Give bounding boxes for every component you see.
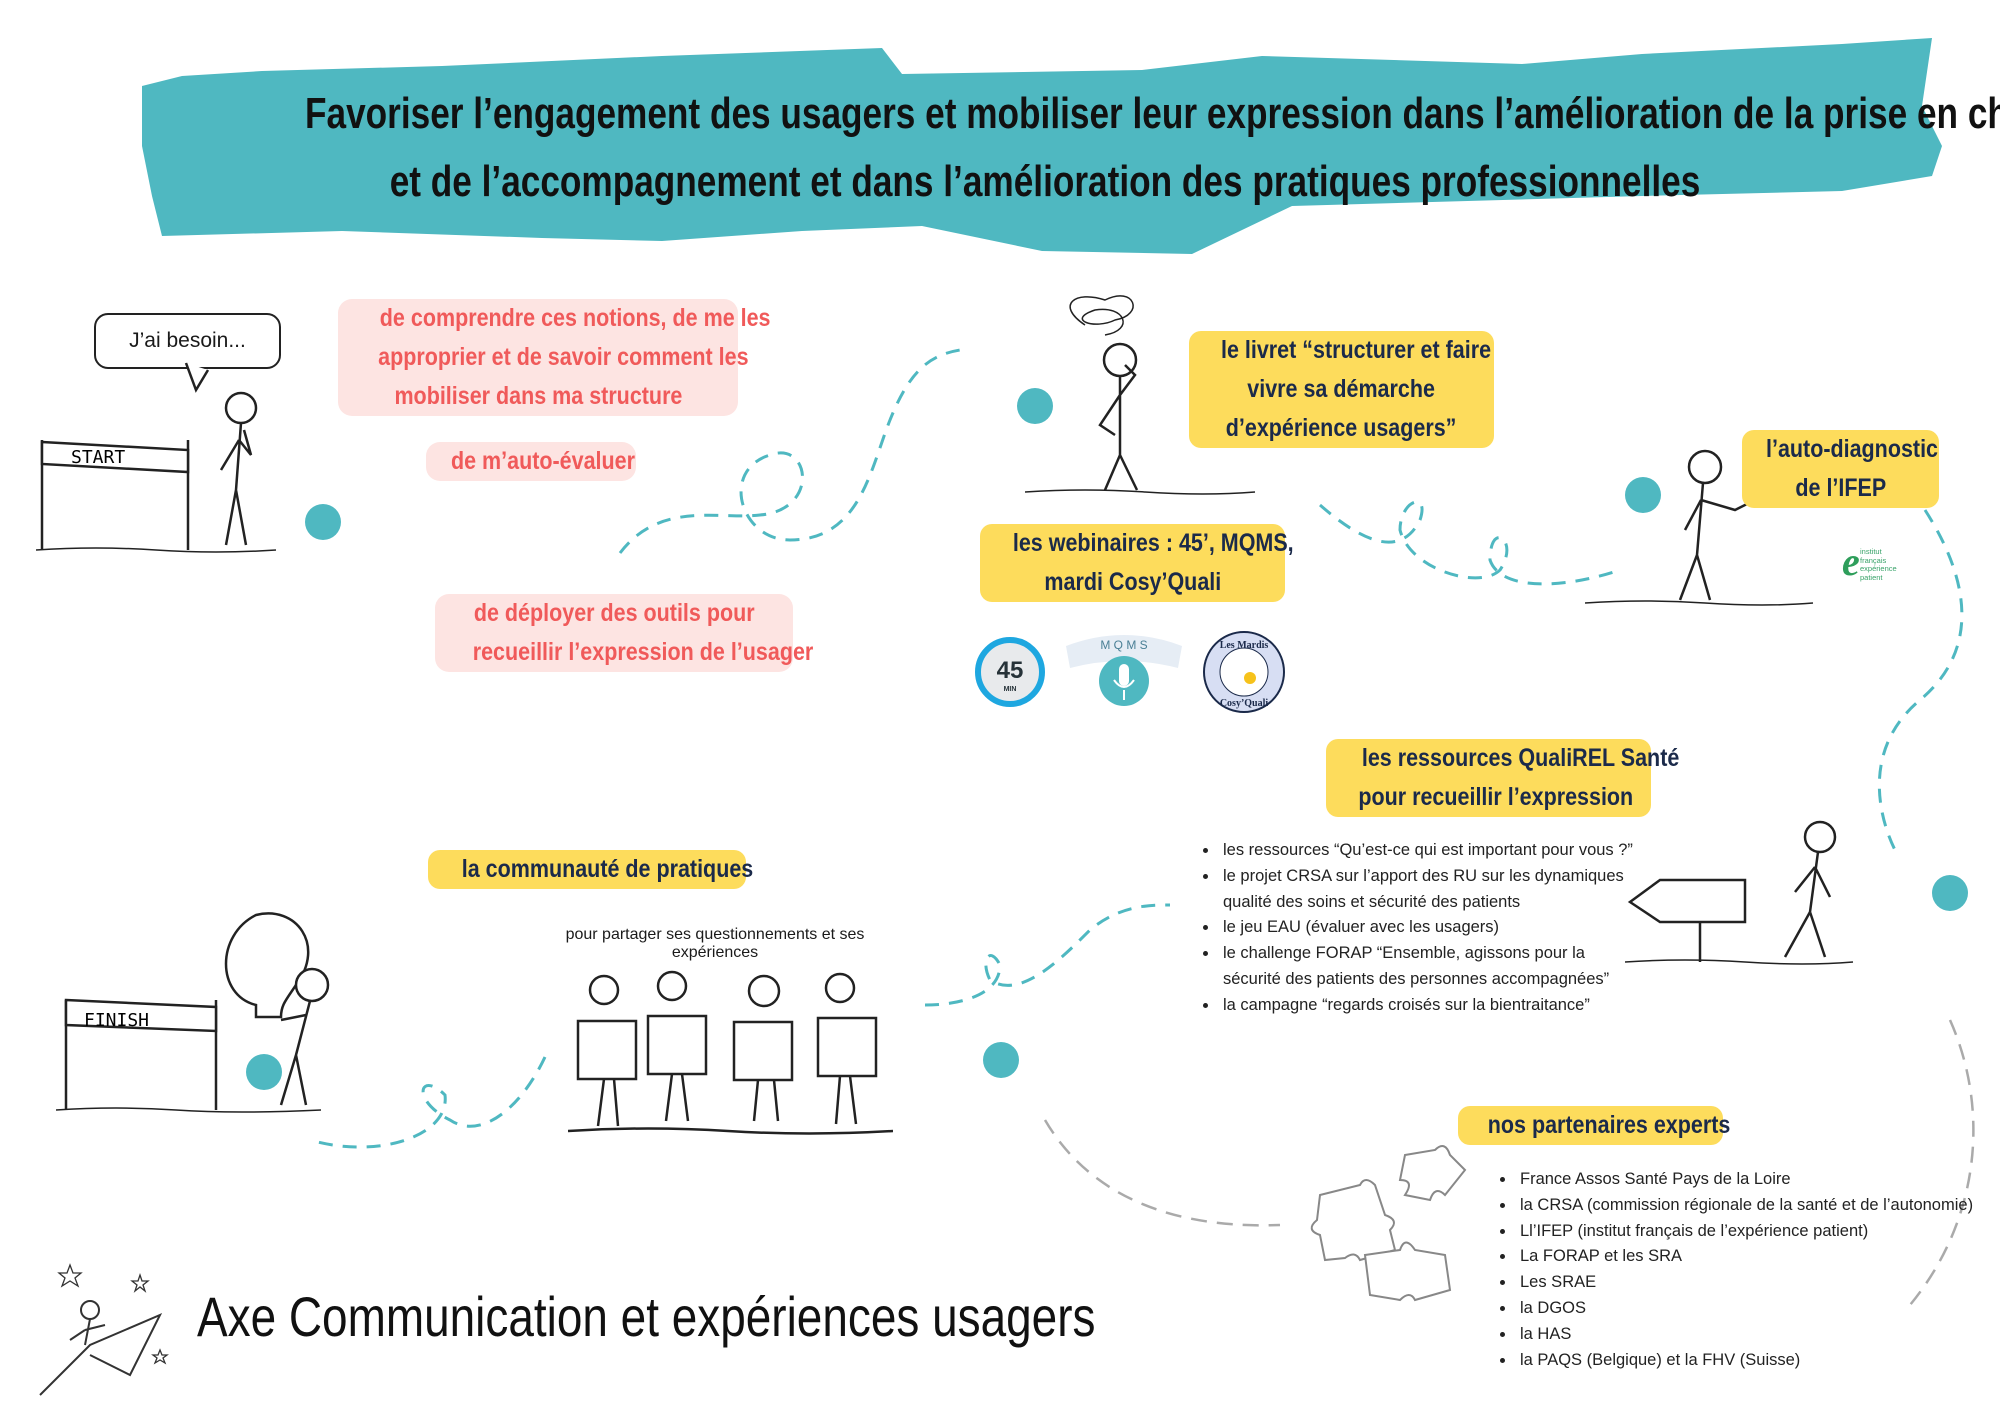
list-item: Ll’IFEP (institut français de l’expérien… (1516, 1219, 1976, 1245)
list-item: La FORAP et les SRA (1516, 1244, 1976, 1270)
list-item: la PAQS (Belgique) et la FHV (Suisse) (1516, 1348, 1976, 1374)
title-banner (142, 38, 1942, 254)
milestone-dot (1625, 477, 1661, 513)
ifep-logo-text: français (1860, 555, 1887, 565)
svg-text:45: 45 (997, 657, 1024, 684)
ressources-text: les ressources QualiREL Santé (1361, 744, 1680, 772)
svg-text:M Q M S: M Q M S (1100, 638, 1147, 652)
need-deploy-tools: de déployer des outils pour recueillir l… (435, 594, 813, 672)
list-item: la CRSA (commission régionale de la sant… (1516, 1193, 1976, 1219)
milestone-dot (1017, 388, 1053, 424)
list-item: Les SRAE (1516, 1270, 1976, 1296)
page-title: Favoriser l’engagement des usagers et mo… (120, 80, 2000, 216)
signpost-walking-figure-illustration (1625, 820, 1854, 965)
ressources-label: les ressources QualiREL Santé pour recue… (1326, 739, 1679, 817)
webinaires-text: les webinaires : 45’, MQMS, (1012, 529, 1294, 557)
rocket-figure-icon (39, 1263, 169, 1396)
title-line-1: Favoriser l’engagement des usagers et mo… (305, 89, 2000, 138)
list-item: France Assos Santé Pays de la Loire (1516, 1167, 1976, 1193)
ifep-logo: e institut français expérience patient (1842, 539, 1922, 588)
list-item: le challenge FORAP “Ensemble, agissons p… (1219, 941, 1639, 993)
communaute-label: la communauté de pratiques (428, 850, 753, 889)
finish-line-lightbulb-figure-illustration: FINISH (56, 912, 330, 1113)
need-text: de déployer des outils pour (473, 599, 755, 627)
footer-title: Axe Communication et expériences usagers (197, 1285, 1096, 1348)
start-sign-text: START (71, 447, 125, 468)
need-understand: de comprendre ces notions, de me les app… (338, 299, 771, 416)
svg-text:MIN: MIN (1004, 686, 1017, 693)
autodiag-text: de l’IFEP (1795, 474, 1886, 502)
list-item: la DGOS (1516, 1296, 1976, 1322)
timer-45-icon: 45 MIN (975, 637, 1045, 707)
list-item: le projet CRSA sur l’apport des RU sur l… (1219, 864, 1639, 916)
need-text: de comprendre ces notions, de me les (379, 304, 771, 332)
communaute-text: la communauté de pratiques (461, 855, 754, 883)
need-self-evaluate: de m’auto-évaluer (426, 442, 636, 481)
need-text: recueillir l’expression de l’usager (472, 638, 814, 666)
list-item: la campagne “regards croisés sur la bien… (1219, 993, 1639, 1019)
autodiag-text: l’auto-diagnostic (1766, 435, 1938, 463)
livret-label: le livret “structurer et faire vivre sa … (1189, 331, 1494, 448)
list-item: le jeu EAU (évaluer avec les usagers) (1219, 915, 1639, 941)
start-line-stick-figure-illustration: START (36, 362, 277, 553)
pointing-stick-figure-illustration (1585, 449, 1814, 606)
partenaires-text: nos partenaires experts (1487, 1111, 1731, 1139)
ressources-text: pour recueillir l’expression (1358, 783, 1634, 811)
ifep-logo-text: patient (1860, 572, 1883, 582)
mqms-podcast-icon: M Q M S (1066, 635, 1182, 706)
group-people-holding-signs-illustration (568, 970, 893, 1135)
list-item: la HAS (1516, 1322, 1976, 1348)
livret-text: vivre sa démarche (1247, 375, 1436, 403)
livret-text: le livret “structurer et faire (1220, 336, 1492, 364)
puzzle-pieces-illustration (1310, 1145, 1467, 1302)
svg-text:Les Mardis: Les Mardis (1220, 640, 1269, 651)
milestone-dot (246, 1054, 282, 1090)
finish-sign-text: FINISH (84, 1010, 149, 1031)
need-text: de m’auto-évaluer (450, 447, 635, 475)
ifep-logo-text: expérience (1860, 564, 1897, 573)
ressources-list: les ressources “Qu’est-ce qui est import… (1193, 838, 1639, 1019)
title-line-2: et de l’accompagnement et dans l’amélior… (389, 157, 1701, 206)
list-item: les ressources “Qu’est-ce qui est import… (1219, 838, 1639, 864)
communaute-caption: pour partager ses questionnements et ses… (565, 926, 865, 961)
need-text: approprier et de savoir comment les (378, 343, 749, 371)
partenaires-label: nos partenaires experts (1458, 1106, 1730, 1145)
cosy-quali-badge-icon: Les Mardis Cosy’Quali (1203, 631, 1285, 713)
webinar-logos: 45 MIN M Q M S Les Mardis Cosy’Quali (975, 631, 1285, 713)
need-text: mobiliser dans ma structure (394, 382, 682, 410)
milestone-dot (1932, 875, 1968, 911)
webinaires-label: les webinaires : 45’, MQMS, mardi Cosy’Q… (980, 524, 1294, 602)
livret-text: d’expérience usagers” (1226, 414, 1457, 442)
webinaires-text: mardi Cosy’Quali (1044, 568, 1221, 596)
thinking-stick-figure-illustration (1025, 295, 1256, 495)
svg-text:Cosy’Quali: Cosy’Quali (1220, 698, 1269, 709)
speech-bubble-text: J’ai besoin... (129, 329, 246, 352)
partenaires-list: France Assos Santé Pays de la Loire la C… (1490, 1167, 1976, 1373)
milestone-dot (983, 1042, 1019, 1078)
ifep-logo-text: institut (1860, 547, 1882, 556)
ifep-logo-letter: e (1842, 539, 1860, 584)
milestone-dot (305, 504, 341, 540)
autodiag-label: l’auto-diagnostic de l’IFEP (1742, 430, 1939, 508)
